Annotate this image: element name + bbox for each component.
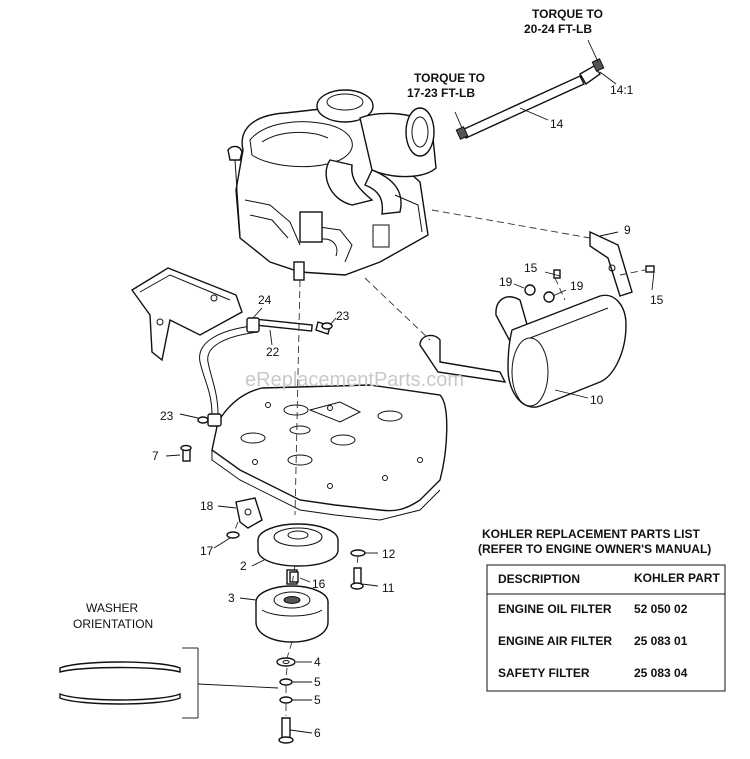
parts-list-row-part-number: 25 083 04	[634, 666, 688, 680]
parts-list-subtitle: (REFER TO ENGINE OWNER'S MANUAL)	[478, 542, 711, 556]
table-row: ENGINE OIL FILTER 52 050 02	[498, 602, 688, 616]
callout-10: 10	[590, 393, 604, 407]
callout-5-upper: 5	[314, 675, 321, 689]
callout-24: 24	[258, 293, 272, 307]
parts-list-header-part: KOHLER PART	[634, 571, 720, 585]
callout-23-upper: 23	[336, 309, 350, 323]
callout-15-right: 15	[650, 293, 664, 307]
callout-4: 4	[314, 655, 321, 669]
callout-23-lower: 23	[160, 409, 174, 423]
callout-22: 22	[266, 345, 280, 359]
callout-18: 18	[200, 499, 214, 513]
parts-list-row-part-number: 52 050 02	[634, 602, 688, 616]
parts-list-row-description: ENGINE AIR FILTER	[498, 634, 612, 648]
callout-6: 6	[314, 726, 321, 740]
callout-7: 7	[152, 449, 159, 463]
muffler-drawing	[419, 230, 633, 408]
watermark: eReplacementParts.com	[245, 369, 464, 391]
mounting-bracket-drawing	[130, 267, 243, 362]
torque-note-lower-line1: TORQUE TO	[414, 71, 485, 85]
table-row: ENGINE AIR FILTER 25 083 01	[498, 634, 688, 648]
callout-14: 14	[550, 117, 564, 131]
torque-note-lower-line2: 17-23 FT-LB	[407, 86, 475, 100]
kohler-parts-list: KOHLER REPLACEMENT PARTS LIST (REFER TO …	[478, 527, 726, 692]
parts-list-row-description: SAFETY FILTER	[498, 666, 590, 680]
callout-14-1: 14:1	[610, 83, 634, 97]
callout-16: 16	[312, 577, 326, 591]
hardware-drawing	[180, 265, 655, 744]
callout-17: 17	[200, 544, 214, 558]
washer-orientation-title-line2: ORIENTATION	[73, 617, 153, 631]
callout-9: 9	[624, 223, 631, 237]
assembly-lines	[233, 209, 646, 716]
callout-2: 2	[240, 559, 247, 573]
leader-lines	[165, 39, 655, 734]
callout-3: 3	[228, 591, 235, 605]
torque-note-upper-line2: 20-24 FT-LB	[524, 22, 592, 36]
deck-plate-drawing	[211, 384, 448, 521]
callout-5-lower: 5	[314, 693, 321, 707]
pulley-drawing	[235, 497, 339, 567]
callout-15-top: 15	[524, 261, 538, 275]
torque-note-upper-line1: TORQUE TO	[532, 7, 603, 21]
parts-list-row-description: ENGINE OIL FILTER	[498, 602, 612, 616]
table-row: SAFETY FILTER 25 083 04	[498, 666, 688, 680]
callout-11: 11	[382, 581, 395, 595]
callout-19-right: 19	[570, 279, 584, 293]
parts-list-header-description: DESCRIPTION	[498, 572, 580, 586]
callout-12: 12	[382, 547, 396, 561]
clutch-drawing	[255, 569, 329, 643]
washer-orientation-detail	[59, 647, 279, 719]
exhaust-pipe-drawing	[455, 58, 605, 140]
callout-19-left: 19	[499, 275, 513, 289]
washer-orientation-title-line1: WASHER	[86, 601, 139, 615]
engine-drawing	[227, 89, 437, 281]
parts-list-title: KOHLER REPLACEMENT PARTS LIST	[482, 527, 700, 541]
parts-list-row-part-number: 25 083 01	[634, 634, 688, 648]
